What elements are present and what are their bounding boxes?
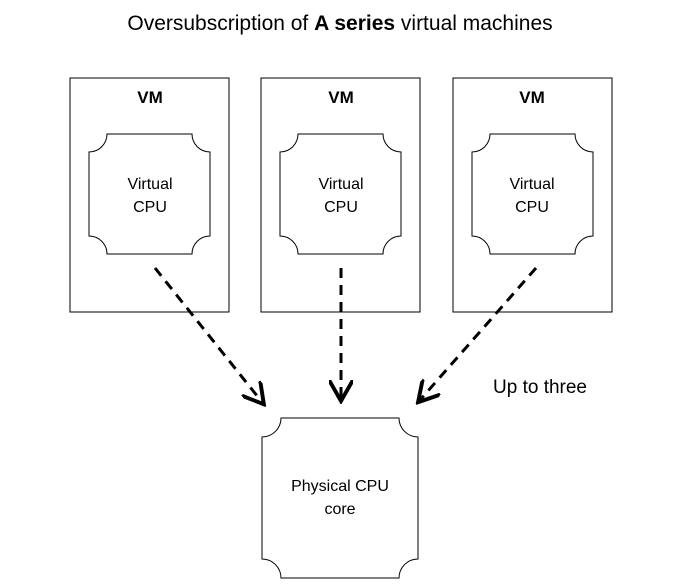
title-suffix: virtual machines: [395, 12, 553, 35]
physical-cpu-label-line2: core: [324, 501, 355, 518]
title-prefix: Oversubscription of: [127, 12, 314, 35]
virtual-cpu-label-1-line1: Virtual: [127, 176, 172, 193]
virtual-cpu-label-1-line2: CPU: [133, 199, 167, 216]
vm-label-2: VM: [328, 88, 354, 107]
virtual-cpu-chip-3: [471, 133, 594, 255]
dashed-arrow-1: [153, 267, 262, 402]
title-bold: A series: [314, 12, 395, 35]
virtual-cpu-label-3-line1: Virtual: [509, 176, 554, 193]
vm-box-3: VM Virtual CPU: [452, 77, 613, 313]
diagram-title: Oversubscription of A series virtual mac…: [127, 12, 552, 35]
vm-label-1: VM: [137, 88, 163, 107]
vm-label-3: VM: [519, 88, 545, 107]
up-to-three-note: Up to three: [493, 377, 587, 398]
virtual-cpu-chip-1: [88, 133, 211, 255]
dashed-arrow-3: [420, 267, 538, 400]
physical-cpu-core-chip: [261, 417, 419, 579]
physical-cpu-label-line1: Physical CPU: [291, 478, 389, 495]
vm-box-1: VM Virtual CPU: [69, 77, 230, 313]
virtual-cpu-label-2-line2: CPU: [324, 199, 358, 216]
virtual-cpu-chip-2: [279, 133, 402, 255]
virtual-cpu-label-2-line1: Virtual: [318, 176, 363, 193]
virtual-cpu-label-3-line2: CPU: [515, 199, 549, 216]
